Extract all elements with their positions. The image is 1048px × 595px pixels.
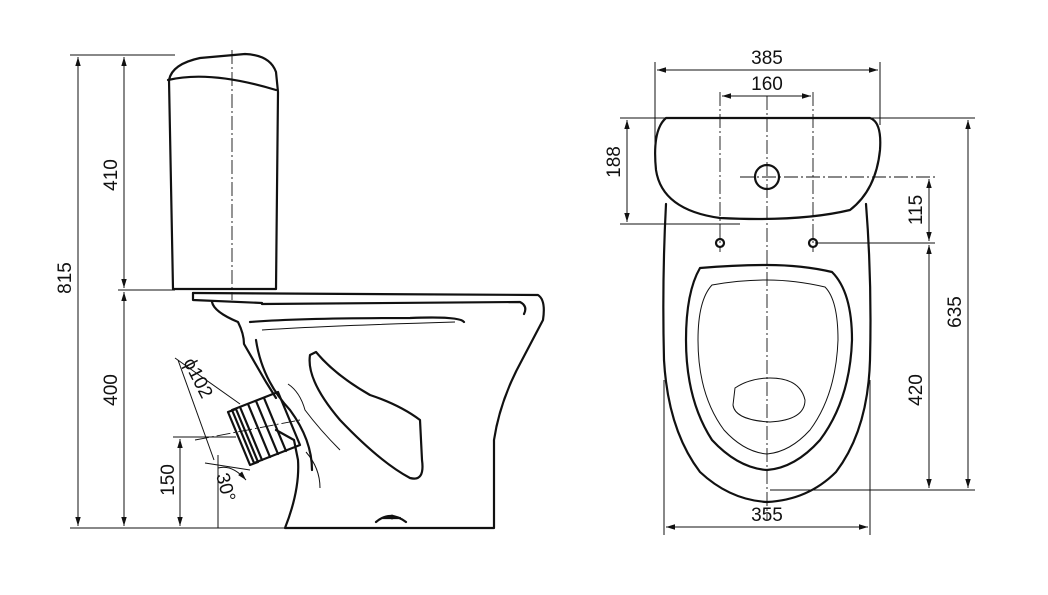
- toilet-bowl-side: [191, 291, 545, 530]
- fixing-offset-label: 115: [906, 195, 927, 225]
- total-height-label: 815: [55, 262, 76, 294]
- cistern-tank-top: [654, 116, 882, 221]
- cistern-tank-side: [166, 50, 280, 300]
- top-view: 385 160 188 115 420 635 355: [604, 48, 975, 535]
- top-dimensions: 385 160 188 115 420 635 355: [604, 48, 975, 535]
- outlet-height-label: 150: [158, 464, 179, 496]
- outlet-angle-label: 30°: [211, 471, 239, 504]
- tank-depth-label: 188: [604, 146, 625, 178]
- total-depth-label: 635: [945, 296, 966, 328]
- side-dimensions: 815 410 400 150 ϕ102 30°: [55, 54, 285, 529]
- tank-width-label: 385: [751, 48, 783, 69]
- side-view: 815 410 400 150 ϕ102 30°: [55, 50, 545, 530]
- tank-height-label: 410: [101, 159, 122, 191]
- fixing-spacing-label: 160: [751, 74, 783, 95]
- toilet-bowl-top: [662, 92, 935, 520]
- bowl-height-label: 400: [101, 374, 122, 406]
- outlet-spigot: [194, 390, 302, 467]
- bowl-width-label: 355: [751, 505, 783, 526]
- bowl-depth-label: 420: [906, 374, 927, 406]
